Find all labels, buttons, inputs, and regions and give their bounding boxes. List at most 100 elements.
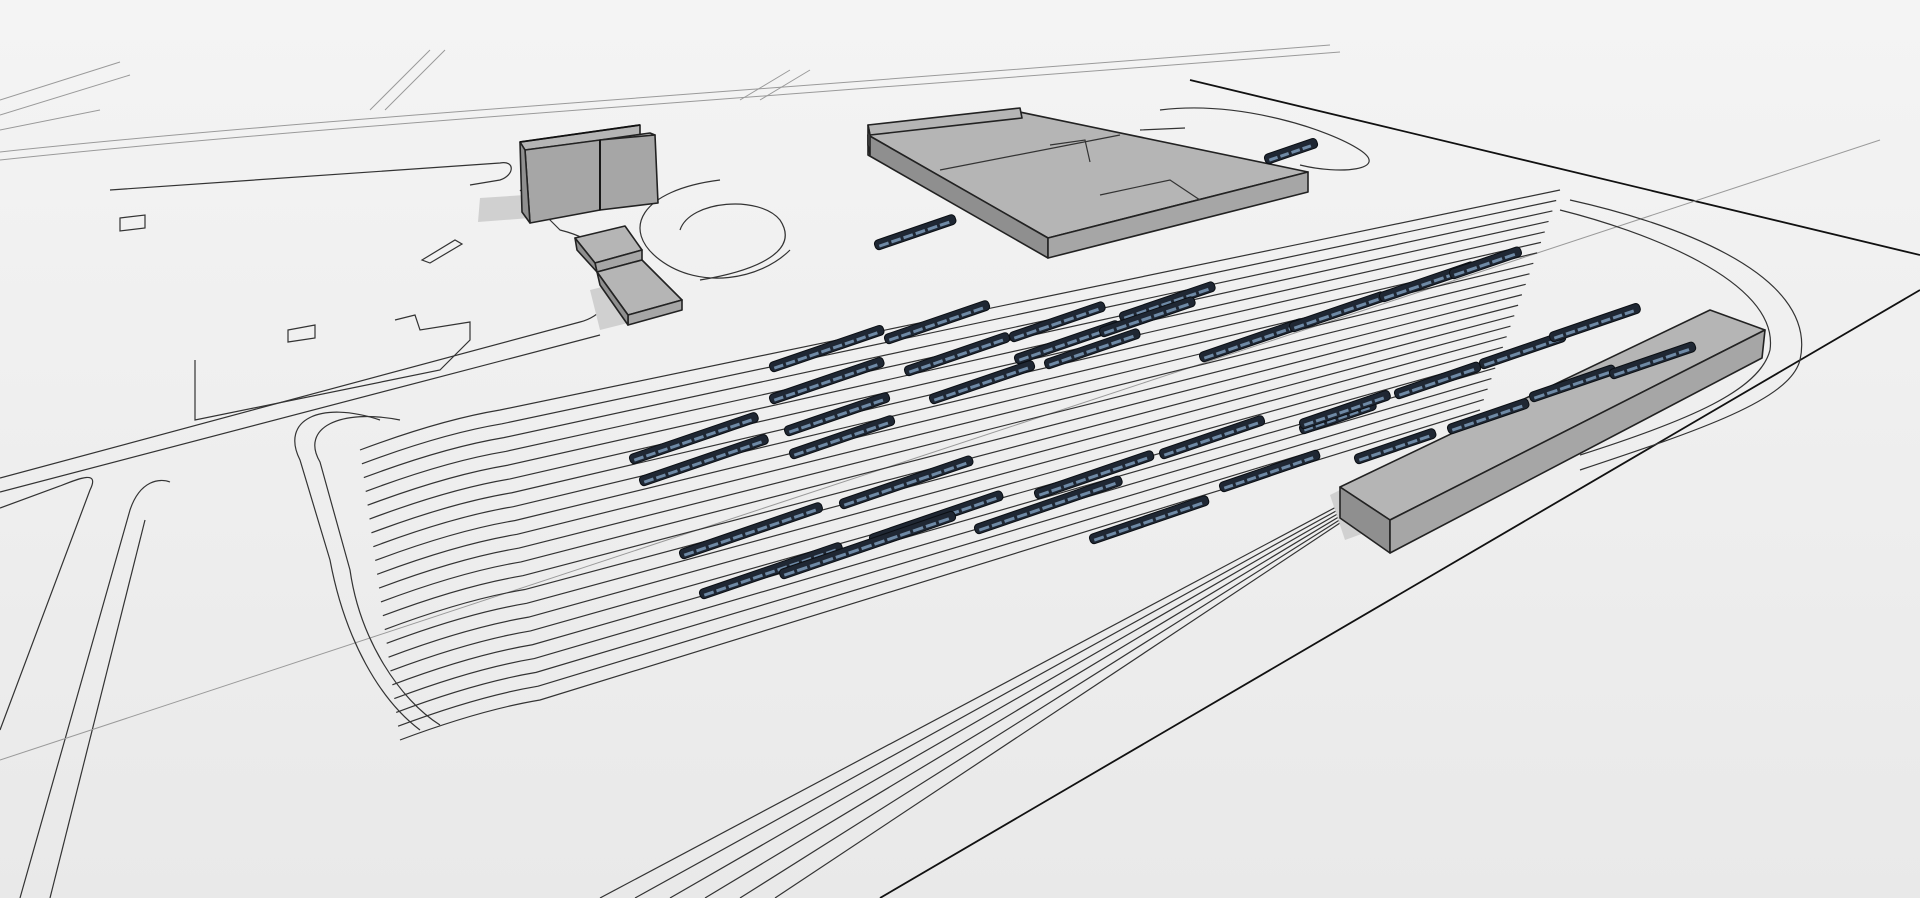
tram-window bbox=[1407, 438, 1418, 445]
tram-window bbox=[1546, 388, 1558, 396]
tram-window bbox=[1236, 425, 1247, 432]
tram[interactable] bbox=[1033, 450, 1155, 500]
tram[interactable] bbox=[1218, 449, 1321, 493]
tram[interactable] bbox=[1158, 415, 1266, 460]
tram-window bbox=[728, 582, 739, 589]
office-block-right[interactable] bbox=[599, 132, 659, 211]
tram[interactable] bbox=[768, 324, 885, 373]
tram-window bbox=[1105, 482, 1116, 489]
tram[interactable] bbox=[698, 542, 843, 600]
tram-window bbox=[873, 398, 884, 405]
tram-window bbox=[729, 422, 741, 429]
tram-window bbox=[1029, 508, 1041, 515]
tram-window bbox=[956, 461, 967, 469]
tram-window bbox=[669, 443, 680, 450]
tram[interactable] bbox=[883, 300, 991, 345]
tram-window bbox=[741, 418, 753, 425]
tram[interactable] bbox=[1548, 302, 1641, 343]
loop-right-inner bbox=[1559, 209, 1771, 456]
tram-window bbox=[1018, 355, 1029, 362]
tram-window bbox=[1362, 400, 1373, 407]
tram-window bbox=[800, 423, 812, 430]
tram-window bbox=[937, 319, 948, 326]
tram[interactable] bbox=[1008, 301, 1106, 343]
tram[interactable] bbox=[783, 392, 891, 437]
track-line bbox=[378, 294, 1523, 589]
tram-body bbox=[1263, 138, 1319, 165]
tram-window bbox=[1398, 390, 1410, 397]
tram-window bbox=[633, 455, 644, 462]
tram-window bbox=[679, 465, 690, 472]
tram-window bbox=[1613, 370, 1625, 377]
tram-window bbox=[1118, 527, 1129, 534]
tram-window bbox=[1175, 446, 1187, 453]
tram[interactable] bbox=[973, 475, 1123, 535]
tram-window bbox=[1091, 330, 1102, 337]
office-block-left[interactable] bbox=[519, 124, 641, 224]
tram[interactable] bbox=[1608, 341, 1697, 380]
tram-window bbox=[708, 542, 719, 549]
tram-body bbox=[928, 360, 1036, 405]
tram[interactable] bbox=[1353, 428, 1437, 465]
tram-window bbox=[1553, 333, 1564, 340]
tram-window bbox=[849, 406, 860, 413]
tram[interactable] bbox=[1478, 331, 1567, 370]
tram[interactable] bbox=[768, 356, 885, 405]
tram-window bbox=[1026, 329, 1037, 336]
track-line bbox=[365, 220, 1549, 492]
tram-window bbox=[912, 327, 924, 334]
tram-window bbox=[1098, 343, 1110, 350]
tram[interactable] bbox=[1298, 389, 1391, 430]
tram[interactable] bbox=[638, 434, 769, 487]
tram-window bbox=[695, 546, 707, 553]
tram[interactable] bbox=[838, 455, 974, 510]
tram-window bbox=[868, 491, 880, 498]
tram-window bbox=[820, 379, 831, 386]
tram-window bbox=[727, 448, 739, 455]
tram-window bbox=[1153, 311, 1165, 318]
track-line bbox=[361, 199, 1557, 465]
tram-window bbox=[773, 395, 784, 402]
tram-window bbox=[1306, 319, 1317, 326]
tram[interactable] bbox=[1043, 328, 1141, 370]
tram[interactable] bbox=[1528, 364, 1617, 403]
tram-window bbox=[1395, 443, 1406, 450]
tram[interactable] bbox=[678, 502, 823, 560]
tram[interactable] bbox=[1263, 137, 1319, 165]
main-depot-hall[interactable] bbox=[867, 107, 1309, 259]
tram-window bbox=[732, 533, 743, 540]
tram-window bbox=[931, 470, 942, 477]
tram[interactable] bbox=[1448, 246, 1522, 280]
tram-window bbox=[1424, 381, 1436, 388]
tram-window bbox=[793, 450, 804, 457]
tram[interactable] bbox=[928, 360, 1036, 405]
tram[interactable] bbox=[788, 415, 896, 460]
tram-window bbox=[1018, 366, 1029, 373]
tram-window bbox=[1006, 370, 1017, 377]
tram[interactable] bbox=[1446, 398, 1530, 435]
tram-window bbox=[1223, 483, 1234, 490]
tram-window bbox=[1013, 333, 1025, 340]
tram-window bbox=[1087, 473, 1099, 480]
tram-window bbox=[1088, 307, 1099, 314]
small-shed-upper[interactable] bbox=[574, 225, 643, 273]
tram[interactable] bbox=[628, 412, 759, 465]
loop-top-a bbox=[679, 203, 786, 281]
small-plot-c bbox=[287, 324, 316, 343]
tram-window bbox=[1187, 442, 1199, 449]
tram[interactable] bbox=[778, 510, 957, 580]
tram[interactable] bbox=[1088, 495, 1210, 545]
tram-window bbox=[703, 590, 715, 597]
tram[interactable] bbox=[903, 332, 1011, 377]
track-line bbox=[399, 409, 1481, 741]
tram-window bbox=[1163, 450, 1174, 457]
tram[interactable] bbox=[873, 214, 957, 251]
tram-window bbox=[1466, 265, 1478, 273]
tram-window bbox=[1331, 310, 1342, 317]
small-shed-lower[interactable] bbox=[596, 259, 683, 326]
tram[interactable] bbox=[1288, 291, 1386, 333]
track-line bbox=[392, 367, 1496, 686]
tram[interactable] bbox=[1098, 296, 1196, 338]
tram-window bbox=[1268, 155, 1279, 162]
